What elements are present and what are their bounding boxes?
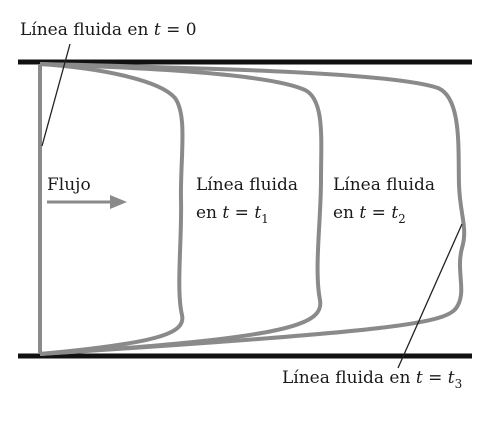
label-t1-line1: Línea fluida [196, 175, 298, 195]
label-t0: Línea fluida en t = 0 [20, 20, 197, 40]
label-flow: Flujo [47, 175, 91, 195]
fluid-line-t1 [39, 62, 185, 356]
flow-arrow-icon [47, 195, 127, 209]
label-t1-line2: en t = t1 [196, 203, 269, 226]
label-t3: Línea fluida en t = t3 [282, 368, 462, 391]
label-t2-line2: en t = t2 [333, 203, 406, 226]
fluid-line-t3 [39, 62, 467, 356]
fluid-line-t2 [39, 62, 324, 356]
label-t2-line1: Línea fluida [333, 175, 435, 195]
leader-t0 [41, 43, 71, 147]
leader-t3 [397, 223, 463, 369]
